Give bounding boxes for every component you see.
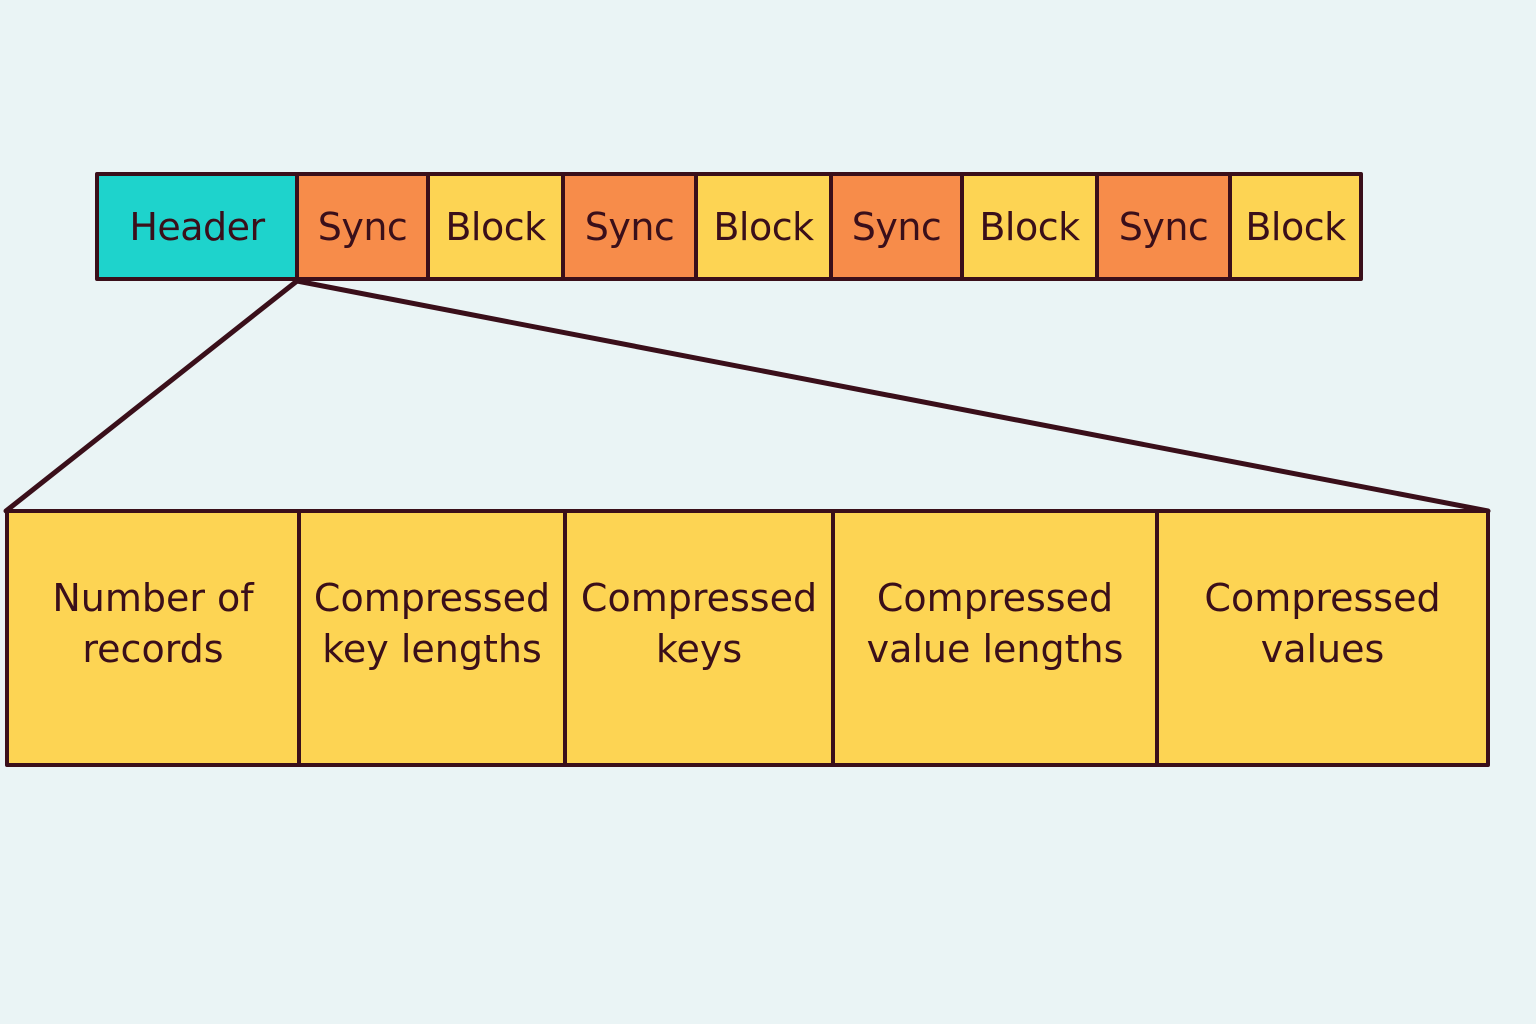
segment-label: Header <box>129 204 265 249</box>
segment-sync: Sync <box>565 176 698 277</box>
field-compressed-keys: Compressed keys <box>567 513 835 763</box>
field-label: Compressed value lengths <box>866 576 1124 671</box>
segment-label: Block <box>979 204 1080 249</box>
field-label: Compressed keys <box>580 576 818 671</box>
field-number-of-records: Number of records <box>9 513 301 763</box>
field-label: Compressed values <box>1204 576 1441 671</box>
segment-label: Block <box>1245 204 1346 249</box>
file-layout-row: Header Sync Block Sync Block Sync Block … <box>95 172 1363 281</box>
segment-sync: Sync <box>833 176 964 277</box>
block-detail-row: Number of records Compressed key lengths… <box>5 509 1490 767</box>
field-compressed-key-lengths: Compressed key lengths <box>301 513 567 763</box>
segment-block: Block <box>1232 176 1359 277</box>
segment-label: Block <box>445 204 546 249</box>
segment-header: Header <box>99 176 299 277</box>
segment-label: Sync <box>851 204 942 249</box>
segment-label: Sync <box>584 204 675 249</box>
segment-label: Block <box>713 204 814 249</box>
segment-sync: Sync <box>1099 176 1232 277</box>
segment-label: Sync <box>1118 204 1209 249</box>
segment-block: Block <box>430 176 565 277</box>
segment-block: Block <box>698 176 833 277</box>
segment-block: Block <box>964 176 1099 277</box>
segment-sync: Sync <box>299 176 430 277</box>
field-compressed-value-lengths: Compressed value lengths <box>835 513 1159 763</box>
segment-label: Sync <box>317 204 408 249</box>
field-label: Compressed key lengths <box>313 576 551 671</box>
connector-line-right <box>294 278 1491 514</box>
field-label: Number of records <box>52 576 254 671</box>
field-compressed-values: Compressed values <box>1159 513 1486 763</box>
connector-line-left <box>3 278 300 514</box>
